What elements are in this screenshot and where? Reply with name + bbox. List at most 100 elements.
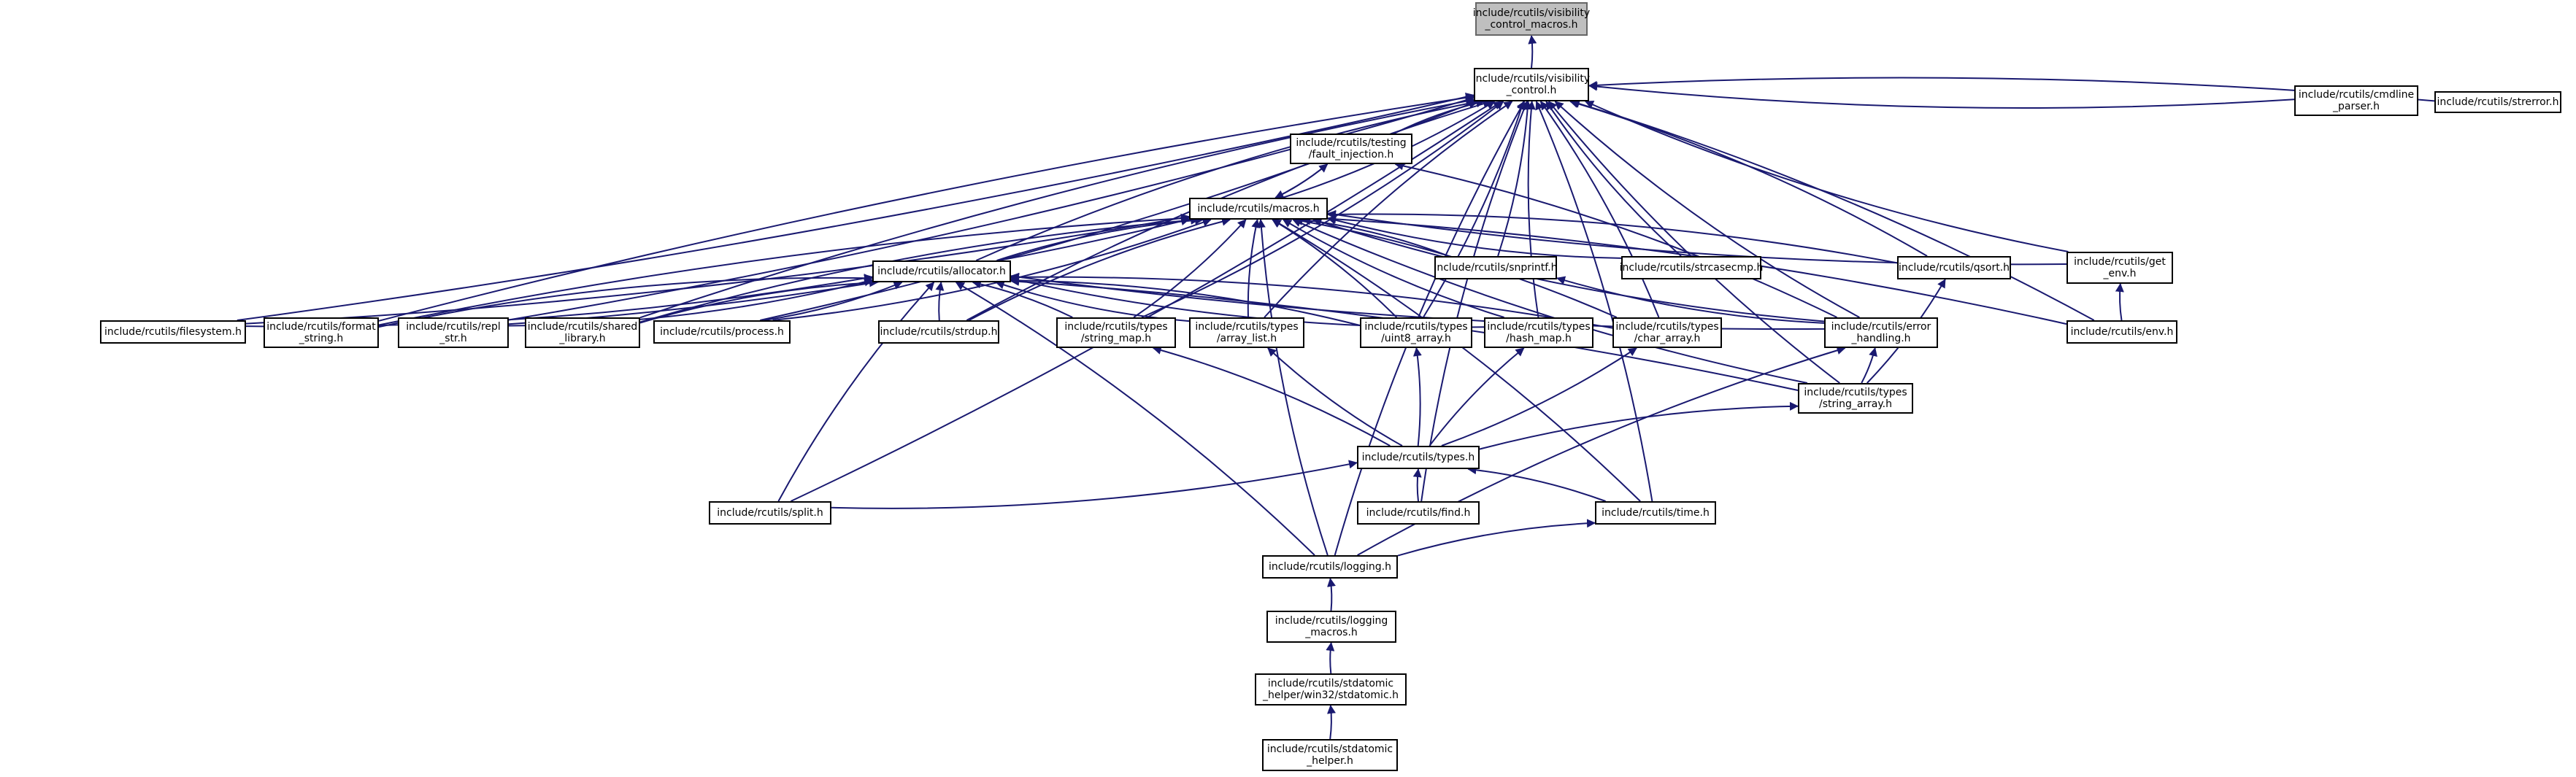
node-label-line: include/rcutils/qsort.h: [1899, 262, 2010, 274]
node-label-line: include/rcutils/types: [1364, 321, 1467, 333]
node-label-line: include/rcutils/time.h: [1602, 507, 1710, 519]
edge-env-to-visibility_control: [1570, 99, 2095, 321]
node-box: [1357, 501, 1480, 525]
nodes-layer: include/rcutils/visibility_control_macro…: [100, 2, 2561, 771]
edge-string_array-to-macros: [1292, 218, 1808, 384]
node-box: [1484, 317, 1593, 348]
node-array_list[interactable]: include/rcutils/types/array_list.h: [1189, 317, 1304, 348]
node-label-line: _control.h: [1506, 85, 1557, 96]
edge-string_array-to-error_handling: [1861, 347, 1877, 384]
edge-repl_str-to-macros: [508, 217, 1190, 325]
node-stdatomic_win32[interactable]: include/rcutils/stdatomic_helper/win32/s…: [1255, 673, 1407, 706]
node-box: [1595, 501, 1716, 525]
node-label-line: include/rcutils/strerror.h: [2437, 96, 2559, 108]
node-env[interactable]: include/rcutils/env.h: [2066, 320, 2177, 344]
node-label-line: include/rcutils/find.h: [1366, 507, 1471, 519]
node-hash_map[interactable]: include/rcutils/types/hash_map.h: [1484, 317, 1593, 348]
edge-error_handling-to-macros: [1312, 217, 1825, 322]
node-qsort[interactable]: include/rcutils/qsort.h: [1897, 256, 2011, 279]
node-shared_library[interactable]: include/rcutils/shared_library.h: [525, 317, 640, 348]
node-box: [1255, 673, 1407, 706]
edge-split-to-types: [831, 460, 1358, 509]
edge-snprintf-to-visibility_control: [1497, 101, 1532, 257]
node-label-line: /string_map.h: [1081, 333, 1151, 344]
edge-array_list-to-visibility_control: [1264, 101, 1513, 318]
node-strerror[interactable]: include/rcutils/strerror.h: [2434, 91, 2561, 113]
edge-hash_map-to-visibility_control: [1526, 101, 1539, 318]
node-label-line: include/rcutils/get: [2074, 256, 2166, 268]
node-string_map[interactable]: include/rcutils/types/string_map.h: [1056, 317, 1176, 348]
node-allocator[interactable]: include/rcutils/allocator.h: [872, 260, 1011, 282]
node-split[interactable]: include/rcutils/split.h: [709, 501, 831, 525]
node-types[interactable]: include/rcutils/types.h: [1357, 446, 1480, 469]
node-label-line: include/rcutils/types.h: [1362, 452, 1475, 463]
node-strdup[interactable]: include/rcutils/strdup.h: [878, 320, 999, 344]
node-get_env[interactable]: include/rcutils/get_env.h: [2066, 252, 2173, 284]
node-box: [398, 317, 509, 348]
node-label-line: _library.h: [558, 333, 605, 344]
node-repl_str[interactable]: include/rcutils/repl_str.h: [398, 317, 509, 348]
node-label-line: include/rcutils/strcasecmp.h: [1620, 262, 1764, 274]
node-find[interactable]: include/rcutils/find.h: [1357, 501, 1480, 525]
node-label-line: /array_list.h: [1217, 333, 1277, 344]
node-stdatomic_helper[interactable]: include/rcutils/stdatomic_helper.h: [1262, 739, 1398, 771]
node-label-line: /string_array.h: [1819, 398, 1892, 410]
edge-types-to-string_array: [1479, 401, 1799, 450]
edge-stdatomic_helper-to-stdatomic_win32: [1327, 705, 1336, 740]
edge-strcasecmp-to-macros: [1327, 215, 1622, 259]
node-logging[interactable]: include/rcutils/logging.h: [1262, 555, 1398, 579]
node-label-line: include/rcutils/visibility: [1473, 7, 1590, 19]
edge-char_array-to-visibility_control: [1539, 101, 1660, 318]
node-time[interactable]: include/rcutils/time.h: [1595, 501, 1716, 525]
node-box: [100, 320, 246, 344]
node-box: [1897, 256, 2011, 279]
node-cmdline_parser[interactable]: include/rcutils/cmdline_parser.h: [2294, 85, 2418, 116]
node-box: [1474, 68, 1589, 101]
node-macros[interactable]: include/rcutils/macros.h: [1189, 198, 1328, 220]
node-label-line: _macros.h: [1304, 627, 1358, 638]
node-label-line: include/rcutils/snprintf.h: [1434, 262, 1557, 274]
node-label-line: include/rcutils/logging.h: [1269, 561, 1391, 573]
node-logging_macros[interactable]: include/rcutils/logging_macros.h: [1266, 611, 1396, 643]
node-box: [1056, 317, 1176, 348]
node-process[interactable]: include/rcutils/process.h: [653, 320, 791, 344]
node-label-line: include/rcutils/types: [1487, 321, 1590, 333]
node-label-line: /fault_injection.h: [1309, 149, 1394, 161]
node-box: [2294, 85, 2418, 116]
edge-time-to-visibility_control: [1535, 101, 1653, 502]
node-snprintf[interactable]: include/rcutils/snprintf.h: [1434, 256, 1558, 279]
edge-string_map-to-macros: [1133, 219, 1247, 318]
node-label-line: include/rcutils/types: [1804, 387, 1907, 398]
edge-stdatomic_win32-to-logging_macros: [1326, 642, 1335, 674]
edge-qsort-to-visibility_control: [1569, 99, 1928, 257]
edge-error_handling-to-snprintf: [1556, 276, 1825, 324]
node-visibility_control[interactable]: include/rcutils/visibility_control.h: [1473, 68, 1590, 101]
node-strcasecmp[interactable]: include/rcutils/strcasecmp.h: [1620, 256, 1764, 279]
edge-char_array-to-allocator: [1010, 272, 1613, 329]
node-label-line: _helper.h: [1306, 755, 1353, 767]
edge-macros-to-fault_injection: [1274, 163, 1329, 198]
node-label-line: /hash_map.h: [1506, 333, 1572, 344]
node-box: [653, 320, 791, 344]
node-filesystem[interactable]: include/rcutils/filesystem.h: [100, 320, 246, 344]
node-error_handling[interactable]: include/rcutils/error_handling.h: [1824, 317, 1938, 348]
node-format_string[interactable]: include/rcutils/format_string.h: [264, 317, 379, 348]
node-string_array[interactable]: include/rcutils/types/string_array.h: [1798, 383, 1913, 414]
node-label-line: _string.h: [299, 333, 344, 344]
node-fault_injection[interactable]: include/rcutils/testing/fault_injection.…: [1290, 134, 1412, 164]
node-visibility_control_macros[interactable]: include/rcutils/visibility_control_macro…: [1473, 2, 1590, 36]
edge-shared_library-to-allocator: [639, 278, 879, 324]
edge-process-to-allocator: [764, 281, 903, 321]
node-label-line: include/rcutils/testing: [1296, 137, 1406, 149]
edge-shared_library-to-visibility_control: [639, 96, 1475, 319]
edge-fault_injection-to-macros: [1274, 163, 1329, 198]
node-label-line: include/rcutils/shared: [528, 321, 637, 333]
node-box: [1824, 317, 1938, 348]
node-label-line: _control_macros.h: [1484, 19, 1577, 31]
node-box: [1434, 256, 1557, 279]
node-uint8_array[interactable]: include/rcutils/types/uint8_array.h: [1360, 317, 1472, 348]
edge-process-to-macros: [772, 218, 1212, 321]
node-char_array[interactable]: include/rcutils/types/char_array.h: [1612, 317, 1722, 348]
edge-string_map-to-allocator: [972, 279, 1073, 318]
